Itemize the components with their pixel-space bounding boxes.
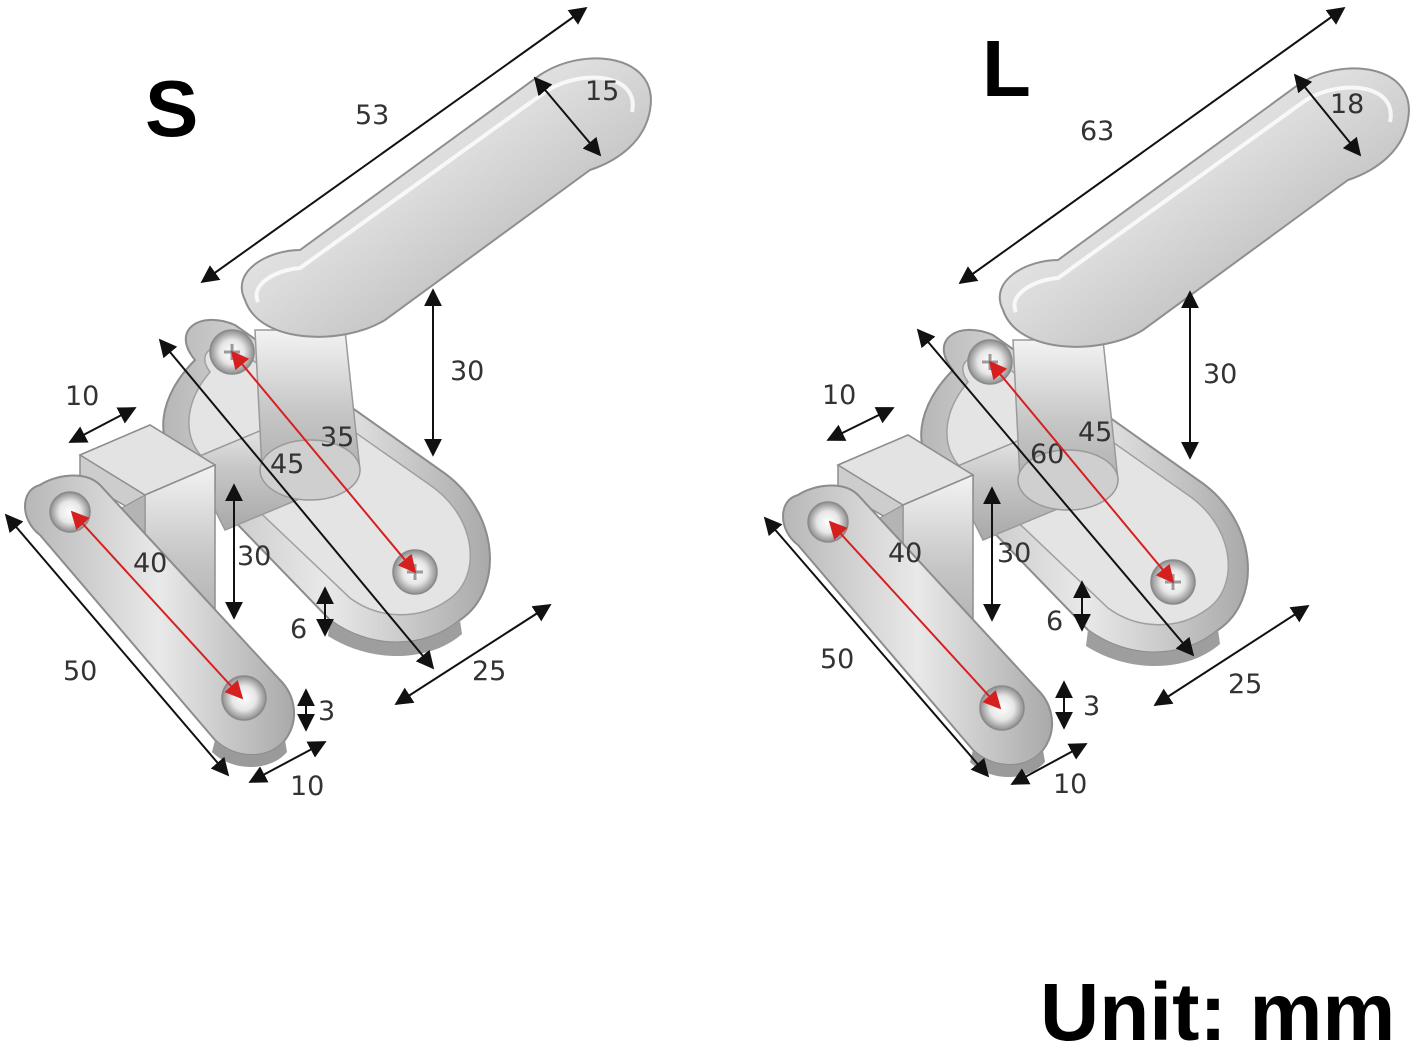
dim-handle-width: 15 bbox=[585, 76, 619, 107]
dim-line-keeper-width bbox=[248, 741, 327, 783]
size-label: L bbox=[982, 24, 1031, 113]
dim-keeper-hole-span: 40 bbox=[888, 538, 922, 569]
variant-l: L 63 18 30 60 45 10 40 30 50 6 25 bbox=[763, 6, 1411, 800]
dim-base-length: 50 bbox=[820, 644, 854, 675]
dim-keeper-depth: 10 bbox=[65, 381, 99, 412]
dim-line-keeper-depth bbox=[68, 407, 137, 443]
dim-hole-span: 35 bbox=[320, 422, 354, 453]
variant-s: S 53 15 30 45 35 10 40 30 50 6 25 bbox=[4, 6, 653, 802]
dim-keeper-width: 10 bbox=[290, 771, 324, 802]
fastener-illustration-s bbox=[23, 56, 653, 769]
dim-keeper-depth: 10 bbox=[822, 380, 856, 411]
dim-handle-height: 30 bbox=[1203, 359, 1237, 390]
dim-line-handle-length bbox=[200, 6, 588, 284]
dim-base-width: 25 bbox=[472, 656, 506, 687]
dim-handle-length: 53 bbox=[355, 100, 389, 131]
dim-handle-length: 63 bbox=[1080, 116, 1114, 147]
dim-keeper-thickness: 3 bbox=[318, 696, 335, 727]
dim-keeper-width: 10 bbox=[1053, 769, 1087, 800]
dim-handle-width: 18 bbox=[1330, 89, 1364, 120]
size-label: S bbox=[145, 64, 198, 153]
dim-line-base-width bbox=[394, 604, 552, 705]
dim-line-hole-span bbox=[230, 350, 417, 574]
dim-base-length: 50 bbox=[63, 656, 97, 687]
dim-keeper-hole-span: 40 bbox=[133, 548, 167, 579]
dim-base-thickness: 6 bbox=[290, 614, 307, 645]
dim-line-keeper-width bbox=[1010, 743, 1088, 785]
unit-label: Unit: mm bbox=[1040, 967, 1395, 1057]
dim-line-base-length bbox=[4, 513, 230, 777]
dim-keeper-height: 30 bbox=[237, 541, 271, 572]
dim-line-keeper-depth bbox=[826, 407, 895, 441]
dim-line-base-length bbox=[763, 516, 990, 778]
dim-base-width: 25 bbox=[1228, 669, 1262, 700]
dim-line-base-width bbox=[1153, 605, 1310, 706]
dim-line-handle-width bbox=[1293, 73, 1362, 157]
dim-keeper-height: 30 bbox=[997, 538, 1031, 569]
dim-keeper-thickness: 3 bbox=[1083, 691, 1100, 722]
dim-line-handle-length bbox=[958, 6, 1346, 285]
dim-line-handle-width bbox=[533, 76, 602, 157]
dim-hole-span: 45 bbox=[1078, 417, 1112, 448]
dim-handle-height: 30 bbox=[450, 356, 484, 387]
dim-line-hole-span bbox=[988, 360, 1175, 584]
dim-diagonal: 45 bbox=[270, 449, 304, 480]
dim-base-thickness: 6 bbox=[1046, 606, 1063, 637]
